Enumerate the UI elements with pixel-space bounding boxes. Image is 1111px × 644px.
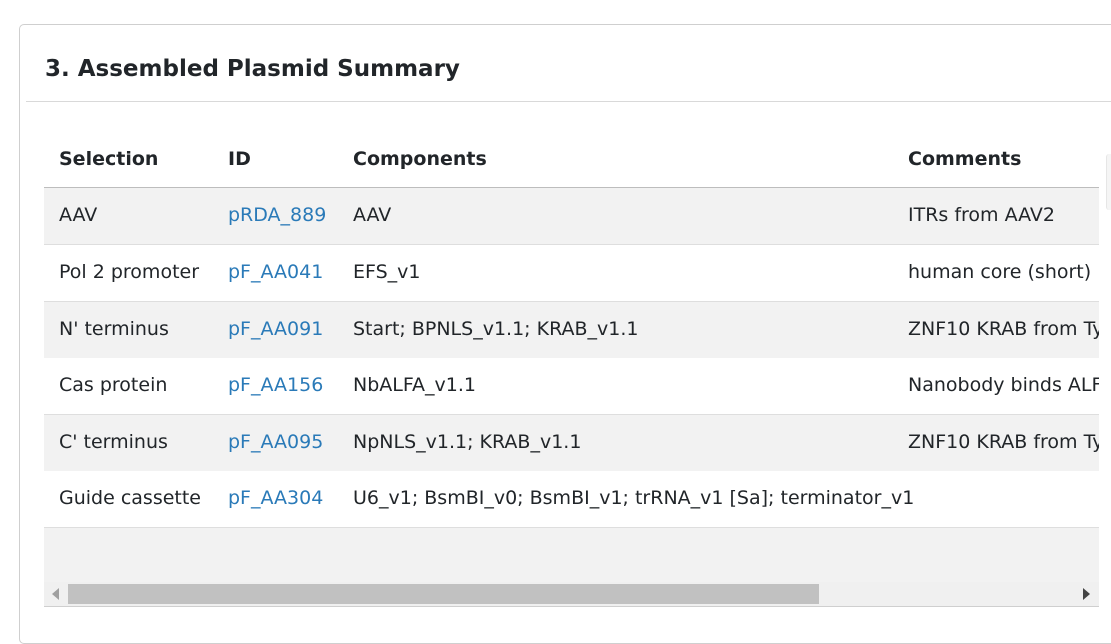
cell-selection: Pol 2 promoter [59, 261, 200, 283]
table-row: Cas protein pF_AA156 NbALFA_v1.1 Nanobod… [44, 358, 1099, 415]
section-title: 3. Assembled Plasmid Summary [45, 56, 460, 82]
plasmid-id-link[interactable]: pF_AA041 [228, 261, 324, 283]
plasmid-id-link[interactable]: pF_AA095 [228, 431, 324, 453]
plasmid-table: Selection ID Components Comments AAV pRD… [44, 128, 1099, 606]
cell-comments: ZNF10 KRAB from Ty [908, 431, 1099, 453]
plasmid-id-link[interactable]: pRDA_889 [228, 204, 327, 226]
plasmid-id-link[interactable]: pF_AA304 [228, 487, 324, 509]
cell-comments: ZNF10 KRAB from Ty [908, 318, 1099, 340]
column-header-selection: Selection [59, 148, 159, 170]
card-header: 3. Assembled Plasmid Summary [26, 25, 1111, 102]
cell-selection: Cas protein [59, 374, 168, 396]
cell-selection: AAV [59, 204, 98, 226]
cell-comments: Nanobody binds ALF [908, 374, 1099, 396]
side-panel-edge [1106, 154, 1111, 210]
cell-comments: human core (short) E [908, 261, 1099, 283]
column-header-comments: Comments [908, 148, 1022, 170]
plasmid-id-link[interactable]: pF_AA156 [228, 374, 324, 396]
cell-components: Start; BPNLS_v1.1; KRAB_v1.1 [353, 318, 639, 340]
column-header-id: ID [228, 148, 251, 170]
cell-components: NpNLS_v1.1; KRAB_v1.1 [353, 431, 582, 453]
table-row: Guide cassette pF_AA304 U6_v1; BsmBI_v0;… [44, 471, 1099, 528]
column-header-components: Components [353, 148, 487, 170]
cell-components: NbALFA_v1.1 [353, 374, 476, 396]
table-row: Pol 2 promoter pF_AA041 EFS_v1 human cor… [44, 245, 1099, 302]
table-row: N' terminus pF_AA091 Start; BPNLS_v1.1; … [44, 302, 1099, 359]
table-header-row: Selection ID Components Comments [44, 128, 1099, 188]
plasmid-id-link[interactable]: pF_AA091 [228, 318, 324, 340]
scroll-left-arrow-icon[interactable] [52, 588, 59, 600]
cell-components: EFS_v1 [353, 261, 421, 283]
horizontal-scrollbar[interactable] [44, 582, 1099, 607]
cell-components: U6_v1; BsmBI_v0; BsmBI_v1; trRNA_v1 [Sa]… [353, 487, 915, 509]
scrollbar-thumb[interactable] [68, 584, 819, 604]
table-row: C' terminus pF_AA095 NpNLS_v1.1; KRAB_v1… [44, 415, 1099, 472]
table-empty-area [44, 528, 1099, 583]
scroll-right-arrow-icon[interactable] [1083, 588, 1090, 600]
cell-selection: C' terminus [59, 431, 168, 453]
table-row: AAV pRDA_889 AAV ITRs from AAV2 [44, 188, 1099, 245]
cell-selection: Guide cassette [59, 487, 201, 509]
cell-components: AAV [353, 204, 392, 226]
cell-comments: ITRs from AAV2 [908, 204, 1055, 226]
cell-selection: N' terminus [59, 318, 169, 340]
